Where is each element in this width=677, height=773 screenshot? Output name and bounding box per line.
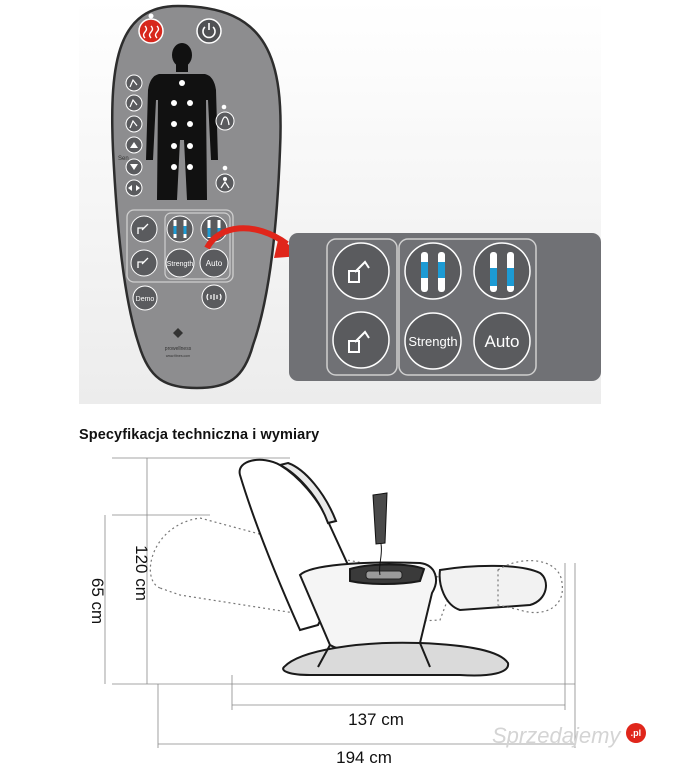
depth-reclined-label: 194 cm xyxy=(336,748,392,767)
foot-massage-button[interactable] xyxy=(215,111,235,131)
arrow-up-icon xyxy=(130,142,138,148)
dimension-guides xyxy=(104,457,576,748)
remote-auto-label: Auto xyxy=(206,259,223,268)
zoom-left-frame xyxy=(326,238,398,376)
recline-leg-button[interactable] xyxy=(125,115,143,133)
remote-demo-button[interactable]: Demo xyxy=(132,285,158,311)
remote-illustration: Sen xyxy=(79,0,601,404)
power-icon xyxy=(202,23,216,39)
heat-icon xyxy=(142,25,160,39)
zoom-auto-button[interactable]: Auto xyxy=(473,312,531,370)
zoom-recline-up-button[interactable] xyxy=(332,242,390,300)
zoom-auto-label: Auto xyxy=(485,332,520,351)
remote-recline-down-button[interactable] xyxy=(130,249,158,277)
footrest-extension-outline xyxy=(497,560,563,614)
recline-down-icon xyxy=(348,330,370,353)
side-label: Sen xyxy=(118,156,129,162)
chair-remote-drawing xyxy=(372,492,388,576)
down-button[interactable] xyxy=(125,158,143,176)
recline-up-icon xyxy=(137,223,149,234)
indicator-led xyxy=(148,13,154,19)
person-icon xyxy=(223,177,227,181)
remote-recline-up-button[interactable] xyxy=(130,215,158,243)
arrows-horizontal-icon xyxy=(128,185,140,191)
power-button[interactable] xyxy=(196,18,222,44)
brand-name: prowellness xyxy=(165,346,192,352)
feet-icon xyxy=(220,116,230,126)
recline-up-icon xyxy=(348,260,370,283)
indicator-led xyxy=(221,104,227,110)
body-massage-points xyxy=(171,80,193,170)
zoom-strength-button[interactable]: Strength xyxy=(404,312,462,370)
depth-upright-label: 137 cm xyxy=(348,710,404,729)
dimension-drawing: 120 cm 65 cm 137 cm 194 cm xyxy=(88,457,576,767)
zoom-recline-down-button[interactable] xyxy=(332,311,390,369)
recline-back-button[interactable] xyxy=(125,74,143,92)
remote-demo-label: Demo xyxy=(136,296,155,303)
watermark-text: Sprzedajemy xyxy=(492,723,621,748)
indicator-led xyxy=(222,165,228,171)
body-silhouette xyxy=(146,43,218,200)
up-button[interactable] xyxy=(125,136,143,154)
brand-url: www.fitnes.com xyxy=(166,354,190,358)
button-group-frame xyxy=(126,209,234,283)
body-scan-button[interactable] xyxy=(215,173,235,193)
watermark: Sprzedajemy .pl xyxy=(492,723,646,749)
zoom-strength-label: Strength xyxy=(408,334,457,349)
remote-svg: Sen xyxy=(79,0,601,404)
remote-auto-button[interactable]: Auto xyxy=(199,248,229,278)
height-upright-label: 120 cm xyxy=(132,545,151,601)
remote-strength-label: Strength xyxy=(167,261,194,268)
recline-seat-button[interactable] xyxy=(125,94,143,112)
specs-section: Specyfikacja techniczna i wymiary xyxy=(0,405,677,773)
left-right-button[interactable] xyxy=(125,179,143,197)
zoom-right-frame xyxy=(398,238,537,376)
watermark-badge: .pl xyxy=(625,723,646,743)
leg-icon xyxy=(129,119,138,129)
specs-heading: Specyfikacja techniczna i wymiary xyxy=(79,427,320,443)
remote-strength-button[interactable]: Strength xyxy=(165,248,195,278)
massage-chair-drawing xyxy=(238,458,547,677)
seat-icon xyxy=(129,98,138,108)
height-reclined-label: 65 cm xyxy=(88,578,107,624)
zoom-leg-lower-button[interactable] xyxy=(473,242,531,300)
brand-logo: prowellness www.fitnes.com xyxy=(165,328,192,358)
recline-down-icon xyxy=(137,257,149,268)
sound-icon xyxy=(206,293,222,301)
remote-leg-upper-button[interactable] xyxy=(166,215,194,243)
zoom-leg-upper-button[interactable] xyxy=(404,242,462,300)
remote-sound-button[interactable] xyxy=(201,284,227,310)
button-group-inner-frame xyxy=(164,212,231,280)
arrow-down-icon xyxy=(130,164,138,170)
recline-icon xyxy=(129,78,138,88)
heat-button[interactable] xyxy=(138,18,164,44)
